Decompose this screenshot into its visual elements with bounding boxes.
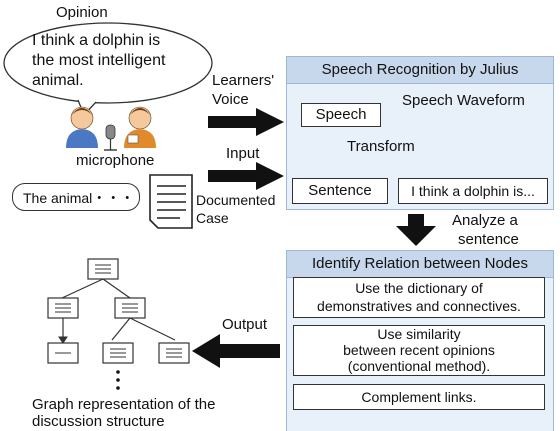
analyze-line-2: sentence: [458, 231, 519, 248]
typed-text-box: The animal・・・: [12, 183, 140, 211]
step-complement: Complement links.: [293, 384, 545, 410]
speech-box: Speech: [301, 103, 381, 127]
documented-case-line-1: Documented: [196, 192, 276, 208]
opinion-line-1: I think a dolphin is: [32, 32, 161, 49]
learners-voice-line-2: Voice: [212, 91, 249, 108]
transform-label: Transform: [347, 138, 415, 155]
step-dictionary: Use the dictionary of demonstratives and…: [293, 277, 545, 318]
opinion-line-3: animal.: [32, 72, 84, 89]
step-dictionary-line-2: demonstratives and connectives.: [317, 298, 521, 314]
step-similarity-line-1: Use similarity: [377, 326, 461, 342]
output-arrow: [192, 334, 280, 368]
typed-text: The animal・・・: [23, 190, 135, 206]
sentence-box: Sentence: [292, 178, 388, 204]
discussion-graph: [47, 258, 190, 390]
input-arrow: [208, 162, 284, 190]
step-dictionary-line-1: Use the dictionary of: [355, 280, 483, 296]
opinion-line-2: the most intelligent: [32, 52, 166, 69]
learner-left-icon: [66, 106, 98, 148]
input-label: Input: [226, 145, 260, 162]
step-similarity-line-2: between recent opinions: [343, 342, 495, 358]
speech-panel-title: Speech Recognition by Julius: [287, 57, 553, 84]
graph-caption-line-1: Graph representation of the: [32, 396, 216, 413]
opinion-label: Opinion: [56, 4, 108, 21]
relation-panel-title: Identify Relation between Nodes: [287, 251, 553, 278]
document-icon: [149, 174, 193, 229]
step-similarity: Use similarity between recent opinions (…: [293, 325, 545, 376]
speech-bubble: [3, 22, 213, 117]
microphone-icon: [104, 124, 117, 151]
documented-case-line-2: Case: [196, 210, 229, 226]
step-similarity-line-3: (conventional method).: [347, 358, 491, 374]
learner-right-icon: [124, 106, 156, 148]
waveform-label: Speech Waveform: [402, 92, 525, 109]
output-label: Output: [222, 316, 268, 333]
graph-caption-line-2: discussion structure: [32, 413, 165, 430]
microphone-label: microphone: [76, 152, 155, 169]
voice-arrow: [208, 108, 284, 136]
analyze-line-1: Analyze a: [452, 212, 518, 229]
analyze-arrow: [396, 214, 436, 246]
learners-voice-line-1: Learners': [212, 72, 275, 89]
recognized-sentence-box: I think a dolphin is...: [398, 178, 548, 204]
